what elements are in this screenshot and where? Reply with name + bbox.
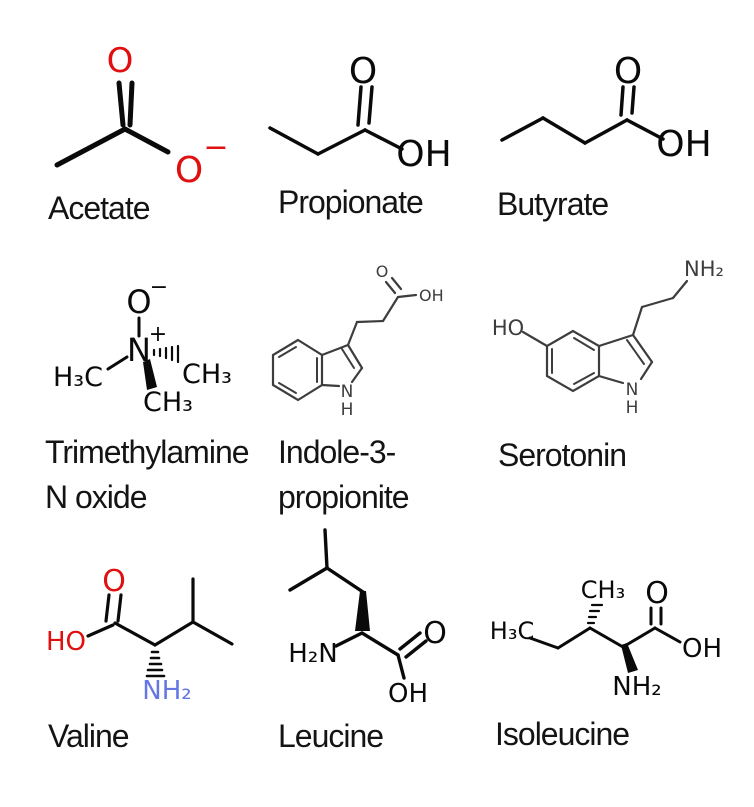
propionate-carbonyl-o-label: O xyxy=(349,51,377,92)
valine-ho-label: HO xyxy=(46,627,86,657)
isoleucine-nh2-label: NH₂ xyxy=(612,672,661,702)
valine-carbonyl-o-label: O xyxy=(102,564,126,599)
tmao-bonds xyxy=(106,316,180,390)
propionate-oh-label: OH xyxy=(396,134,451,175)
serotonin-n-label: N xyxy=(626,380,639,400)
acetate-carbonyl-o-label: O xyxy=(107,41,134,81)
propionate-structure: O OH xyxy=(268,51,452,175)
tmao-label: Trimethylamine N oxide xyxy=(45,430,250,520)
isoleucine-ch3-label: CH₃ xyxy=(581,576,625,604)
acetate-bonds xyxy=(54,80,171,168)
serotonin-label: Serotonin xyxy=(498,437,627,473)
indole-bonds xyxy=(271,276,418,402)
valine-label: Valine xyxy=(48,718,130,754)
indole-oh-label: OH xyxy=(419,286,444,305)
acetate-minus-charge: − xyxy=(203,130,228,165)
butyrate-structure: O OH xyxy=(500,51,712,165)
serotonin-nh2-label: NH₂ xyxy=(684,257,724,281)
acetate-structure: O O − xyxy=(54,41,229,190)
propionate-bonds xyxy=(268,85,404,156)
indole-carbonyl-o-label: O xyxy=(376,262,389,281)
indole-n-label: N xyxy=(341,382,354,402)
butyrate-label: Butyrate xyxy=(497,186,609,222)
acetate-oxyanion-label: O xyxy=(175,150,203,190)
tmao-label-line2: N oxide xyxy=(45,479,147,515)
isoleucine-carbonyl-o-label: O xyxy=(645,576,669,611)
isoleucine-bonds xyxy=(528,603,682,673)
leucine-oh-label: OH xyxy=(388,679,428,709)
leucine-h2n-label: H₂N xyxy=(288,639,337,669)
butyrate-carbonyl-o-label: O xyxy=(614,51,642,92)
tmao-n-plus-charge: + xyxy=(149,322,167,347)
tmao-label-line1: Trimethylamine xyxy=(45,434,250,470)
tmao-ch3-right-label: CH₃ xyxy=(182,359,232,390)
serotonin-structure: HO NH₂ N H xyxy=(492,257,724,418)
tmao-h3c-label: H₃C xyxy=(53,362,103,393)
butyrate-oh-label: OH xyxy=(656,124,711,165)
valine-nh2-label: NH₂ xyxy=(142,676,191,706)
isoleucine-h3c-label: H₃C xyxy=(490,617,534,645)
indole-label: Indole-3- propionite xyxy=(278,430,410,520)
indole-label-line1: Indole-3- xyxy=(278,434,396,470)
propionate-label: Propionate xyxy=(278,184,424,220)
indole-structure: O OH N H xyxy=(271,262,444,420)
tmao-n-label: N xyxy=(127,331,151,369)
valine-structure: O HO NH₂ xyxy=(46,564,234,706)
isoleucine-structure: H₃C CH₃ NH₂ O OH xyxy=(490,576,722,702)
leucine-carbonyl-o-label: O xyxy=(423,616,447,651)
acetate-label: Acetate xyxy=(48,190,151,226)
isoleucine-oh-label: OH xyxy=(682,634,722,664)
leucine-bonds xyxy=(288,528,428,680)
butyrate-bonds xyxy=(500,85,665,145)
tmao-o-label: O xyxy=(126,283,151,321)
tmao-o-minus-charge: − xyxy=(150,280,168,300)
indole-nh-h-label: H xyxy=(341,400,354,420)
leucine-structure: H₂N O OH xyxy=(288,528,447,709)
indole-label-line2: propionite xyxy=(278,479,410,515)
leucine-label: Leucine xyxy=(278,718,384,754)
serotonin-ho-label: HO xyxy=(492,316,524,340)
tmao-structure: O − N + H₃C CH₃ CH₃ xyxy=(53,280,232,418)
serotonin-bonds xyxy=(521,279,689,393)
serotonin-nh-h-label: H xyxy=(626,398,639,418)
tmao-ch3-down-label: CH₃ xyxy=(143,387,193,418)
isoleucine-label: Isoleucine xyxy=(495,716,630,752)
valine-bonds xyxy=(86,577,234,678)
